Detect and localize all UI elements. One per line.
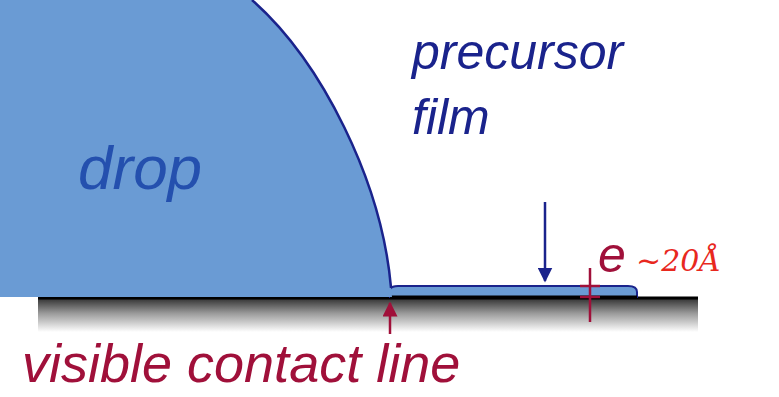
precursor-film-shape — [390, 286, 637, 297]
substrate — [38, 298, 698, 332]
leader-arrow — [544, 202, 547, 281]
leader-arrow — [389, 303, 392, 334]
film-label: precursor film — [412, 20, 674, 150]
thickness-symbol: e — [598, 228, 626, 283]
drop-fill — [0, 0, 392, 297]
drop-label: drop — [78, 132, 392, 203]
drop-shape: drop — [0, 0, 392, 297]
thickness-value: ~20Å — [636, 244, 721, 277]
substrate-surface — [390, 296, 637, 299]
drop-outline — [252, 0, 391, 288]
contact-line-label: visible contact line — [22, 334, 460, 393]
thickness-mark — [589, 268, 592, 322]
thickness-mark — [580, 285, 600, 288]
thickness-mark — [580, 296, 600, 299]
